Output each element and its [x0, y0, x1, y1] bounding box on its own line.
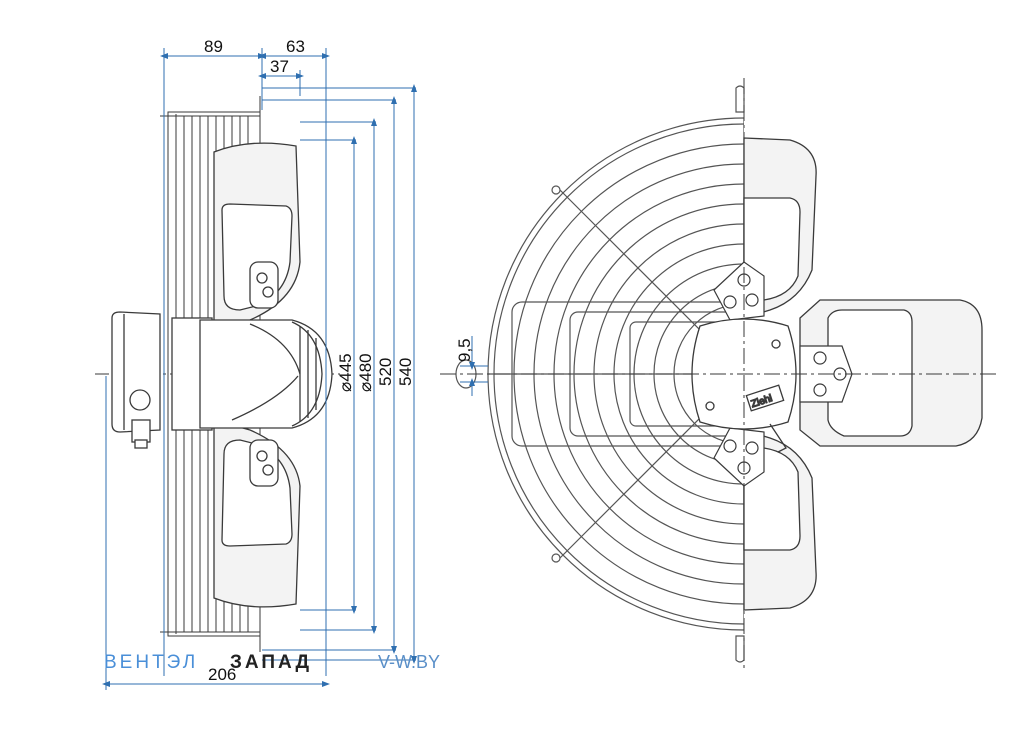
dim-9-5: 9,5 — [455, 338, 474, 362]
side-view — [95, 96, 340, 652]
watermark-part2: ЗАПАД — [230, 652, 312, 673]
watermark-part1: ВЕНТЭЛ — [104, 652, 199, 673]
dim-540: 540 — [396, 358, 415, 386]
dim-37: 37 — [270, 57, 289, 76]
dim-206: 206 — [208, 665, 236, 684]
watermark-url: V-W.BY — [378, 652, 441, 672]
front-blades — [743, 137, 983, 611]
front-view: Ziehl — [440, 78, 1000, 672]
dim-480: ⌀480 — [356, 353, 375, 392]
side-motor — [199, 319, 333, 429]
dim-63: 63 — [286, 37, 305, 56]
dim-445: ⌀445 — [336, 353, 355, 392]
dim-520: 520 — [376, 358, 395, 386]
side-dimensions — [102, 48, 417, 690]
dim-89: 89 — [204, 37, 223, 56]
dim-9-5-lines — [460, 336, 488, 396]
side-terminal-box — [111, 311, 161, 433]
